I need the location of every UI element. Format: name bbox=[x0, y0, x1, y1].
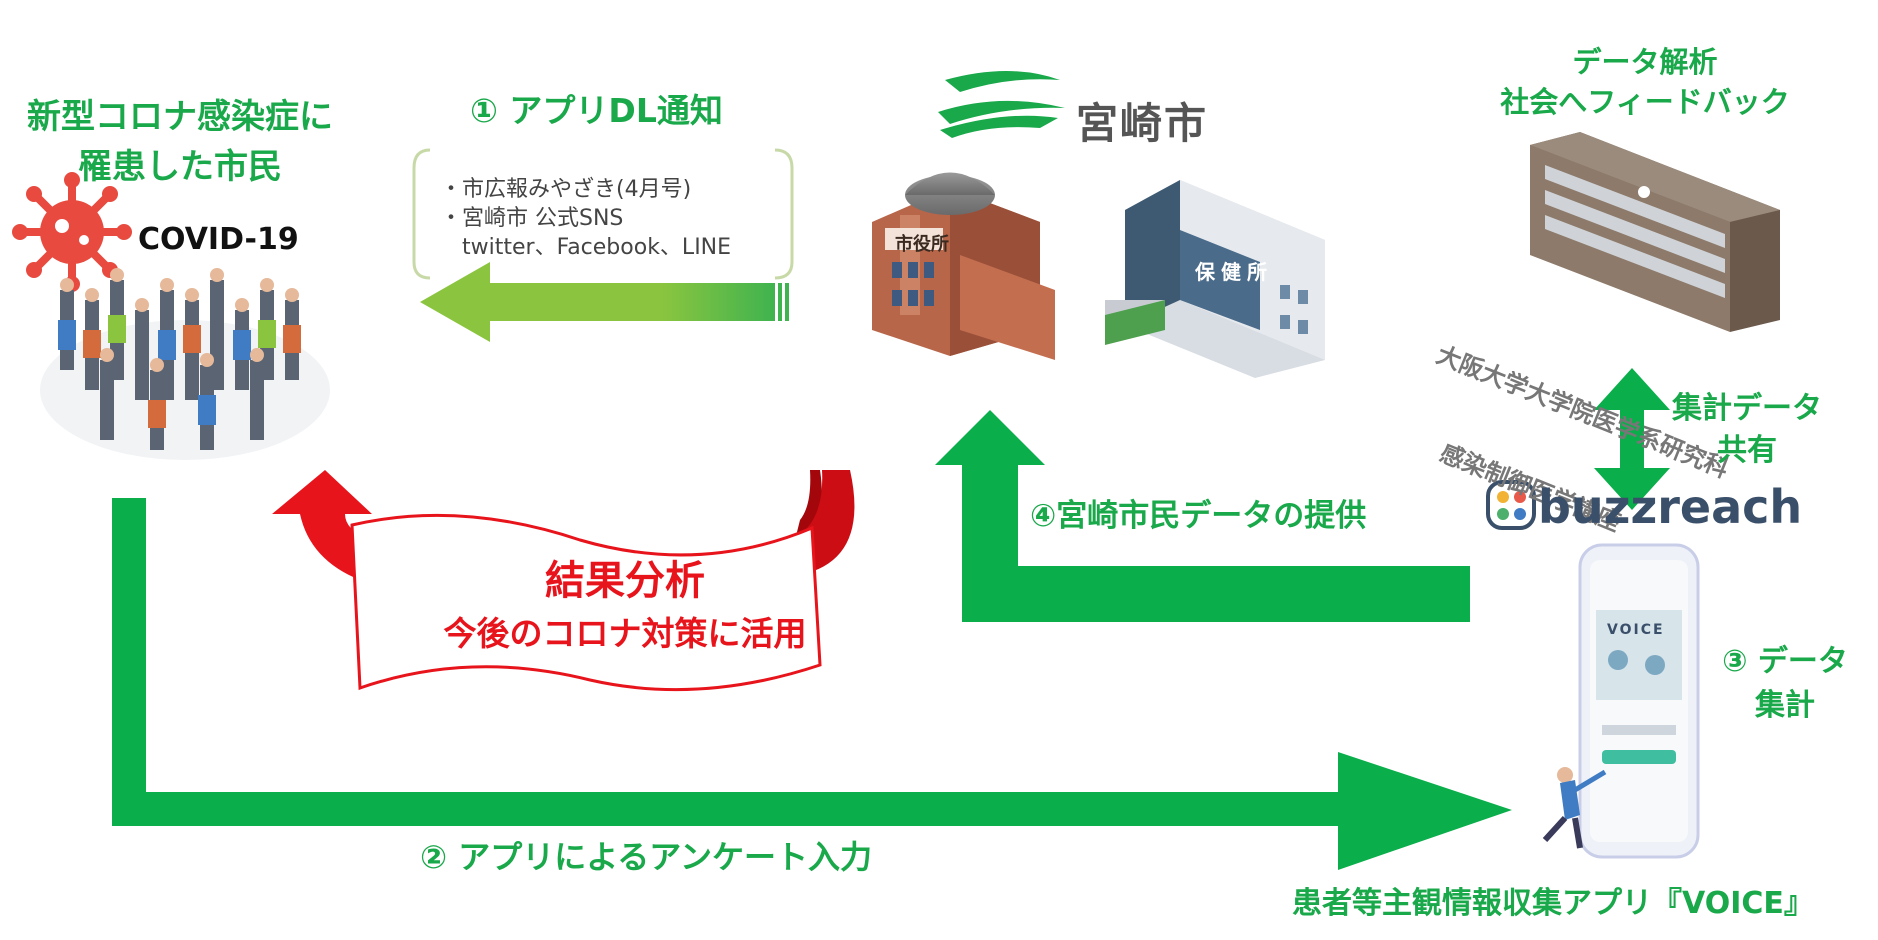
share-line2: 共有 bbox=[1717, 433, 1777, 468]
analysis-title: データ解析 社会へフィードバック bbox=[1460, 42, 1830, 122]
result-subtitle: 今後のコロナ対策に活用 bbox=[443, 614, 807, 653]
crowd-illustration bbox=[40, 268, 330, 460]
step1-title: ① アプリDL通知 bbox=[470, 91, 723, 130]
step3-label: ③ データ 集計 bbox=[1700, 640, 1870, 728]
notice-list: ・市広報みやざき(4月号) ・宮崎市 公式SNS twitter、Faceboo… bbox=[440, 175, 731, 262]
notice-bracket bbox=[412, 148, 794, 280]
person-illustration bbox=[1542, 767, 1607, 849]
step4-label: ④宮崎市民データの提供 bbox=[1030, 498, 1367, 534]
citizen-title-line2: 罹患した市民 bbox=[78, 147, 282, 187]
step4-arrow bbox=[935, 410, 1470, 622]
share-label: 集計データ 共有 bbox=[1652, 388, 1842, 472]
health-center-sign: 保健所 bbox=[1195, 260, 1273, 284]
citizen-title: 新型コロナ感染症に 罹患した市民 bbox=[0, 92, 360, 192]
step2-label: ② アプリによるアンケート入力 bbox=[420, 838, 872, 876]
buzzreach-logo-icon bbox=[1486, 480, 1536, 530]
buzzreach-logo-text: buzzreach bbox=[1538, 480, 1803, 534]
covid-label: COVID-19 bbox=[138, 222, 299, 257]
analysis-title-line2: 社会へフィードバック bbox=[1500, 85, 1790, 119]
share-line1: 集計データ bbox=[1672, 391, 1822, 426]
analysis-title-line1: データ解析 bbox=[1572, 45, 1718, 79]
notice-line: twitter、Facebook、LINE bbox=[440, 235, 732, 260]
virus-icon bbox=[12, 172, 132, 292]
city-name: 宮崎市 bbox=[1076, 99, 1209, 148]
result-title: 結果分析 bbox=[545, 558, 705, 604]
health-center-building bbox=[1105, 180, 1325, 378]
app-label: 患者等主観情報収集アプリ『VOICE』 bbox=[1292, 886, 1814, 921]
voice-app-phone bbox=[1578, 543, 1700, 859]
step1-arrow bbox=[420, 262, 789, 342]
step2-arrow bbox=[112, 498, 1512, 870]
share-double-arrow bbox=[1594, 368, 1670, 510]
citizen-title-line1: 新型コロナ感染症に bbox=[27, 97, 333, 137]
city-hall-sign: 市役所 bbox=[895, 234, 949, 255]
step3-line2: 集計 bbox=[1755, 688, 1815, 723]
result-red-arrow bbox=[272, 470, 855, 692]
step3-line1: ③ データ bbox=[1722, 644, 1848, 679]
notice-line: ・宮崎市 公式SNS bbox=[440, 206, 624, 231]
university-building bbox=[1530, 132, 1780, 332]
voice-screen-title: VOICE bbox=[1607, 622, 1665, 638]
notice-line: ・市広報みやざき(4月号) bbox=[440, 177, 692, 202]
miyazaki-logo-mark bbox=[938, 71, 1065, 138]
city-hall-building bbox=[872, 172, 1055, 360]
